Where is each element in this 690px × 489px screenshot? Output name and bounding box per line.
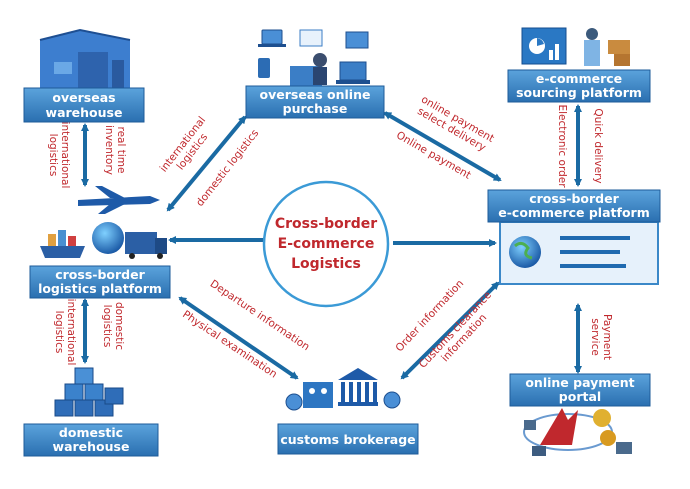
domestic-logistics-bottom-line2: logistics — [101, 305, 113, 348]
ecommerce-platform-line2: e-commerce platform — [498, 205, 649, 220]
edge-label-quick-delivery: Quick delivery — [592, 108, 604, 183]
node-crossborder-ecommerce-platform: cross-border e-commerce platform — [487, 189, 661, 223]
overseas-warehouse-line1: overseas — [52, 90, 115, 105]
overseas-purchase-line2: purchase — [283, 101, 348, 116]
arrow-purchase-ecommerce — [383, 111, 502, 182]
intl-logistics-top-line2: logistics — [47, 134, 59, 177]
sourcing-analytics-icon — [521, 27, 630, 66]
real-time-line1: real time — [115, 127, 127, 174]
overseas-warehouse-line2: warehouse — [46, 105, 123, 120]
node-overseas-online-purchase: overseas online purchase — [245, 85, 385, 119]
warehouse-building-icon — [39, 28, 131, 88]
logistics-platform-line2: logistics platform — [38, 281, 162, 296]
overseas-purchase-line1: overseas online — [260, 87, 371, 102]
edge-label-international-logistics-bottom: international logistics — [53, 299, 77, 366]
logistics-transport-icon — [40, 186, 167, 259]
edge-label-customs-clearance-information: Customs clearance information — [417, 289, 494, 371]
intl-logistics-bottom-line2: logistics — [53, 311, 65, 354]
intl-logistics-bottom-line1: international — [65, 299, 77, 366]
payment-portal-line1: online payment — [525, 375, 634, 390]
payment-network-icon — [523, 408, 632, 456]
edge-label-international-logistics-diag: international logistics — [158, 114, 211, 174]
edge-label-electronic-order: Electronic order — [556, 104, 568, 188]
connector-arrows — [81, 104, 582, 380]
center-hub: Cross-border E-commerce Logistics — [262, 180, 390, 308]
online-devices-icon — [258, 29, 370, 86]
node-overseas-warehouse: overseas warehouse — [23, 87, 145, 123]
real-time-line2: inventory — [103, 125, 115, 175]
node-ecommerce-sourcing-platform: e-commerce sourcing platform — [507, 69, 651, 103]
domestic-logistics-bottom-line1: domestic — [113, 302, 125, 350]
payment-service-line2: service — [589, 318, 601, 356]
platform-screen-icon — [499, 221, 659, 285]
sourcing-platform-line2: sourcing platform — [516, 85, 642, 100]
arrow-logistics-customs — [178, 296, 299, 380]
customs-building-icon — [285, 368, 401, 411]
customs-clearance-line1: Customs clearance — [417, 289, 494, 371]
center-title-line3: Logistics — [291, 256, 361, 272]
intl-logistics-top-line1: international — [59, 122, 71, 189]
center-title-line1: Cross-border — [275, 216, 377, 232]
arrow-logistics-purchase — [166, 115, 247, 212]
payment-service-line1: Payment — [601, 314, 613, 360]
domestic-boxes-icon — [54, 367, 124, 417]
edge-label-real-time-inventory: real time inventory — [103, 125, 127, 175]
node-domestic-warehouse: domestic warehouse — [23, 423, 159, 457]
node-customs-brokerage: customs brokerage — [277, 423, 419, 455]
center-title-line2: E-commerce — [278, 236, 375, 252]
arrow-customs-ecommerce — [400, 281, 500, 380]
edge-label-domestic-logistics-bottom: domestic logistics — [101, 302, 125, 350]
payment-portal-line2: portal — [559, 389, 601, 404]
sourcing-platform-line1: e-commerce — [536, 71, 622, 86]
ecommerce-platform-line1: cross-border — [529, 191, 619, 206]
edge-label-payment-service: Payment service — [589, 314, 613, 360]
node-crossborder-logistics-platform: cross-border logistics platform — [29, 265, 171, 299]
node-online-payment-portal: online payment portal — [509, 373, 651, 407]
logistics-platform-line1: cross-border — [55, 267, 145, 282]
domestic-warehouse-line1: domestic — [59, 425, 123, 440]
customs-brokerage-label: customs brokerage — [280, 432, 415, 447]
domestic-warehouse-line2: warehouse — [53, 439, 130, 454]
edge-label-international-logistics-top: international logistics — [47, 122, 71, 189]
